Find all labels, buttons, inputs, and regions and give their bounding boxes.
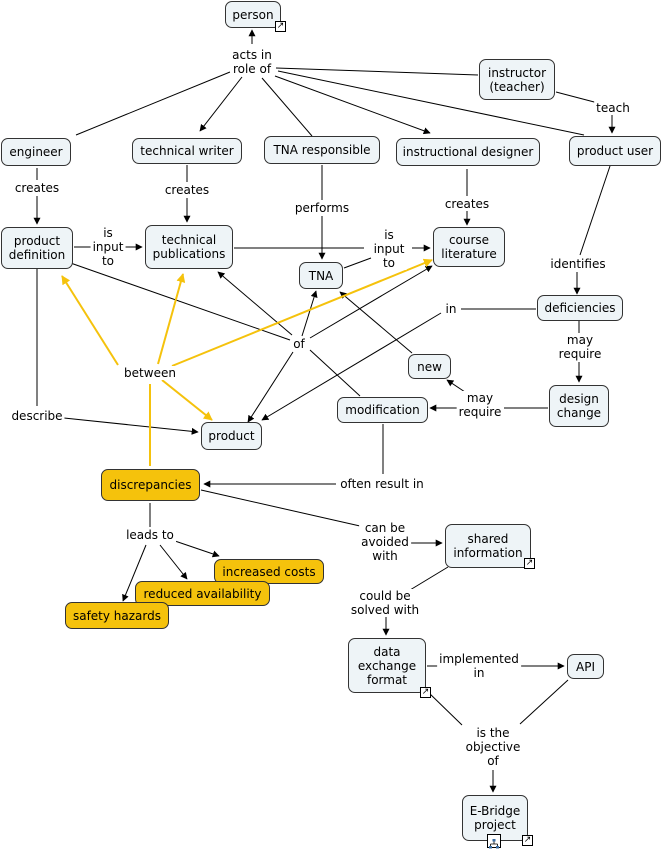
link-arrow-icon[interactable]: ↗ xyxy=(420,687,431,698)
link-often-result-in: often result in xyxy=(338,477,426,491)
link-implemented-in: implemented in xyxy=(437,652,521,680)
concept-shared-information[interactable]: shared information xyxy=(445,524,531,568)
link-can-be-avoided-with: can be avoided with xyxy=(359,521,411,563)
concept-discrepancies[interactable]: discrepancies xyxy=(101,469,200,501)
sitemap-icon[interactable] xyxy=(487,834,501,849)
link-of: of xyxy=(291,337,307,351)
link-acts-in-role-of: acts in role of xyxy=(230,48,274,76)
link-teach: teach xyxy=(594,101,632,115)
concept-technical-writer[interactable]: technical writer xyxy=(132,138,242,164)
concept-modification[interactable]: modification xyxy=(337,397,428,423)
concept-tna-responsible[interactable]: TNA responsible xyxy=(264,136,380,164)
link-creates-engineer: creates xyxy=(12,181,62,195)
link-arrow-icon[interactable]: ↗ xyxy=(524,558,535,569)
concept-instructional-designer[interactable]: instructional designer xyxy=(396,138,540,166)
concept-product-definition[interactable]: product definition xyxy=(1,227,73,269)
concept-product[interactable]: product xyxy=(201,422,262,450)
link-performs: performs xyxy=(292,201,352,215)
link-is-input-to-1: is input to xyxy=(90,226,126,268)
concept-technical-publications[interactable]: technical publications xyxy=(145,225,233,269)
link-describe: describe xyxy=(9,409,65,423)
link-is-the-objective-of: is the objective of xyxy=(463,726,523,768)
concept-instructor[interactable]: instructor (teacher) xyxy=(479,59,555,100)
concept-safety-hazards[interactable]: safety hazards xyxy=(65,602,169,629)
link-arrow-icon[interactable]: ↗ xyxy=(275,21,286,32)
concept-new[interactable]: new xyxy=(408,354,451,379)
concept-design-change[interactable]: design change xyxy=(549,385,609,427)
concept-product-user[interactable]: product user xyxy=(569,136,661,166)
concept-api[interactable]: API xyxy=(567,654,604,679)
link-creates-instructional-designer: creates xyxy=(442,197,492,211)
link-may-require-2: may require xyxy=(456,391,504,419)
link-creates-technical-writer: creates xyxy=(162,183,212,197)
link-identifies: identifies xyxy=(548,257,608,271)
concept-engineer[interactable]: engineer xyxy=(1,138,71,166)
sitemap-icon-glyph xyxy=(489,839,499,849)
link-may-require-1: may require xyxy=(556,333,604,361)
link-leads-to: leads to xyxy=(124,528,176,542)
link-is-input-to-2: is input to xyxy=(371,228,407,270)
concept-tna[interactable]: TNA xyxy=(299,262,343,289)
concept-data-exchange-format[interactable]: data exchange format xyxy=(348,638,426,693)
concept-person[interactable]: person xyxy=(225,1,281,28)
concept-deficiencies[interactable]: deficiencies xyxy=(537,295,623,321)
link-arrow-icon[interactable]: ↗ xyxy=(522,835,533,846)
concept-course-literature[interactable]: course literature xyxy=(433,227,505,267)
concept-reduced-availability[interactable]: reduced availability xyxy=(135,581,270,606)
link-could-be-solved-with: could be solved with xyxy=(348,589,422,617)
link-in: in xyxy=(443,302,459,316)
link-between: between xyxy=(122,366,178,380)
